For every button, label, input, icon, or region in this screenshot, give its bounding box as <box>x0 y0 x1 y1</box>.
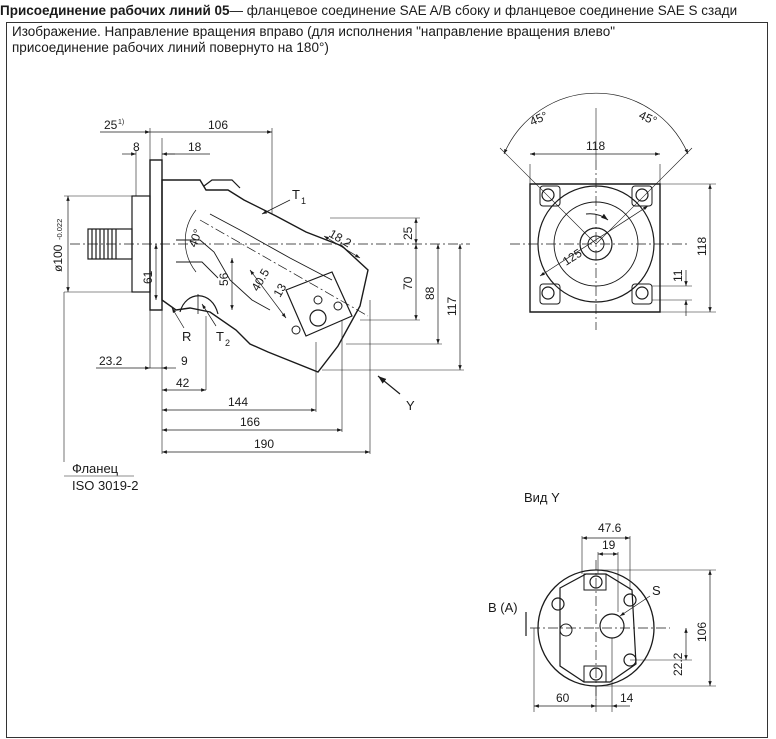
dim-25b: 25 <box>401 226 415 240</box>
dim-19: 19 <box>602 538 616 552</box>
dim-42: 42 <box>176 376 190 390</box>
header-title-bold: Присоединение рабочих линий 05 <box>0 3 230 18</box>
dim-40-5: 40.5 <box>248 266 272 294</box>
dim-13: 13 <box>270 281 289 300</box>
flange-standard: ISO 3019-2 <box>72 478 139 493</box>
dim-22-2: 22.2 <box>671 652 685 676</box>
view-y-title: Вид Y <box>524 490 560 505</box>
dim-diameter: ø100 <box>51 244 65 272</box>
front-view <box>499 92 716 330</box>
dim-diameter-tolerance: -0.022 <box>55 219 64 240</box>
dim-88: 88 <box>423 286 437 300</box>
header-title-rest: — фланцевое соединение SAE A/B сбоку и ф… <box>229 3 738 18</box>
flange-outline <box>529 183 661 313</box>
dim-70: 70 <box>401 276 415 290</box>
dim-60: 60 <box>556 691 570 705</box>
flange-label: Фланец <box>72 461 119 476</box>
dim-118-top: 118 <box>586 139 605 153</box>
label-t2-sub: 2 <box>225 338 230 348</box>
dim-118-right: 118 <box>695 237 709 256</box>
dim-14: 14 <box>620 691 634 705</box>
dim-56: 56 <box>217 272 231 286</box>
label-t1-sub: 1 <box>301 196 306 206</box>
label-t2: T <box>216 329 224 344</box>
side-view <box>63 128 470 477</box>
label-s: S <box>652 583 661 598</box>
head-port-flange <box>285 271 353 337</box>
dim-47-6: 47.6 <box>598 521 622 535</box>
label-view-y-arrow: Y <box>406 398 415 413</box>
caption: Изображение. Направление вращения вправо… <box>12 24 752 56</box>
page-header: Присоединение рабочих линий 05— фланцево… <box>0 0 776 22</box>
pump-body <box>161 179 369 373</box>
dim-11: 11 <box>671 269 685 282</box>
dim-40-deg: 40° <box>186 227 205 249</box>
caption-line-1: Изображение. Направление вращения вправо… <box>12 24 615 39</box>
dim-117: 117 <box>445 297 459 316</box>
view-y-labels: 47.6 19 S B (A) 106 22.2 60 14 <box>488 521 709 705</box>
dim-61: 61 <box>141 270 155 284</box>
dim-25: 25 <box>104 118 118 132</box>
dim-45-left: 45° <box>528 108 550 128</box>
dim-106-y: 106 <box>695 622 709 642</box>
label-r: R <box>182 329 191 344</box>
dim-45-right: 45° <box>637 108 659 128</box>
dim-9: 9 <box>181 354 188 368</box>
dim-25-note: 1) <box>118 119 124 126</box>
drawing-frame <box>6 22 768 738</box>
dim-18: 18 <box>188 140 202 154</box>
label-b-a: B (A) <box>488 600 518 615</box>
front-view-labels: 45° 45° 118 118 125 11 <box>528 108 709 282</box>
port-s <box>599 613 625 639</box>
dim-190: 190 <box>254 437 274 451</box>
dim-23-2: 23.2 <box>99 354 123 368</box>
dim-8: 8 <box>133 140 140 154</box>
dim-106: 106 <box>208 118 228 132</box>
dim-166: 166 <box>240 415 260 429</box>
view-y <box>525 536 716 712</box>
caption-line-2: присоединение рабочих линий повернуто на… <box>12 40 329 55</box>
label-t1: T <box>292 187 300 202</box>
dim-18-2: 18.2 <box>327 226 355 250</box>
dim-144: 144 <box>228 395 248 409</box>
side-view-labels: 25 1) 106 8 18 T 1 ø100 -0.022 40° 18.2 … <box>51 118 459 493</box>
